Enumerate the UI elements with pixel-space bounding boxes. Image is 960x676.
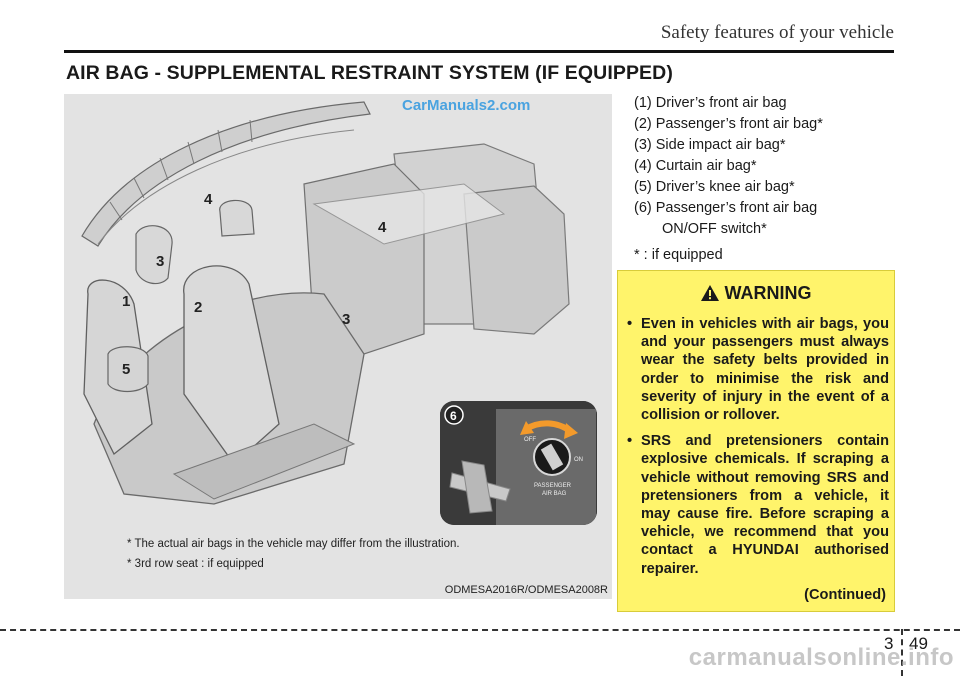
callout-2: 2 [194, 299, 202, 316]
continued-label: (Continued) [804, 587, 886, 603]
page-number: 49 [909, 634, 928, 653]
chapter-number: 3 [884, 634, 894, 653]
footer-divider [901, 629, 903, 676]
car-interior-drawing: 1 2 3 3 4 4 5 [81, 101, 570, 505]
footnote-illustration: * The actual air bags in the vehicle may… [127, 538, 460, 550]
switch-on-label: ON [574, 457, 583, 463]
warning-heading: WARNING [618, 283, 894, 306]
footnote-3rd-row: * 3rd row seat : if equipped [127, 558, 264, 570]
warning-bullet: •SRS and pretensioners contain explosive… [627, 433, 889, 577]
curtain-airbag-shape [81, 101, 371, 247]
section-title: Safety features of your vehicle [660, 22, 894, 43]
passenger-seat-shape [183, 265, 280, 465]
warning-bullet-text: SRS and pretensioners contain explosive … [641, 433, 889, 577]
callout-1: 1 [122, 293, 130, 310]
callout-3-rear: 3 [342, 311, 350, 328]
image-code: ODMESA2016R/ODMESA2008R [444, 584, 608, 596]
callout-3-front: 3 [156, 253, 164, 270]
legend-item-6: (6) Passenger’s front air bag [634, 200, 818, 216]
switch-off-label: OFF [524, 437, 536, 443]
legend-item-3: (3) Side impact air bag* [634, 137, 786, 153]
warning-triangle-icon [700, 285, 719, 306]
legend-item-2: (2) Passenger’s front air bag* [634, 116, 823, 132]
legend-note: * : if equipped [634, 247, 723, 263]
legend-item-1: (1) Driver’s front air bag [634, 95, 787, 111]
site-watermark: carmanualsonline.info [688, 644, 954, 671]
warning-bullets: •Even in vehicles with air bags, you and… [627, 315, 889, 586]
callout-4-rear: 4 [378, 219, 387, 236]
watermark: CarManuals2.com [402, 97, 531, 114]
onoff-switch-inset: OFF ON PASSENGER AIR BAG 6 [440, 401, 597, 525]
warning-bullet-text: Even in vehicles with air bags, you and … [641, 316, 889, 424]
page-heading: AIR BAG - SUPPLEMENTAL RESTRAINT SYSTEM … [66, 62, 673, 84]
callout-5: 5 [122, 361, 130, 378]
warning-title: WARNING [724, 283, 812, 303]
airbag-legend: (1) Driver’s front air bag (2) Passenger… [634, 93, 904, 266]
legend-item-4: (4) Curtain air bag* [634, 158, 757, 174]
callout-6: 6 [450, 409, 457, 423]
callout-4-front: 4 [204, 191, 213, 208]
switch-airbag-label: AIR BAG [542, 491, 567, 497]
warning-box: WARNING •Even in vehicles with air bags,… [617, 270, 895, 612]
header-rule [64, 50, 894, 53]
airbag-illustration: 1 2 3 3 4 4 5 CarManuals2.com OFF ON PAS… [64, 94, 612, 599]
switch-passenger-label: PASSENGER [534, 483, 572, 489]
warning-bullet: •Even in vehicles with air bags, you and… [627, 316, 889, 424]
legend-item-5: (5) Driver’s knee air bag* [634, 179, 795, 195]
footer-rule [0, 629, 960, 631]
legend-item-6-cont: ON/OFF switch* [662, 221, 767, 237]
